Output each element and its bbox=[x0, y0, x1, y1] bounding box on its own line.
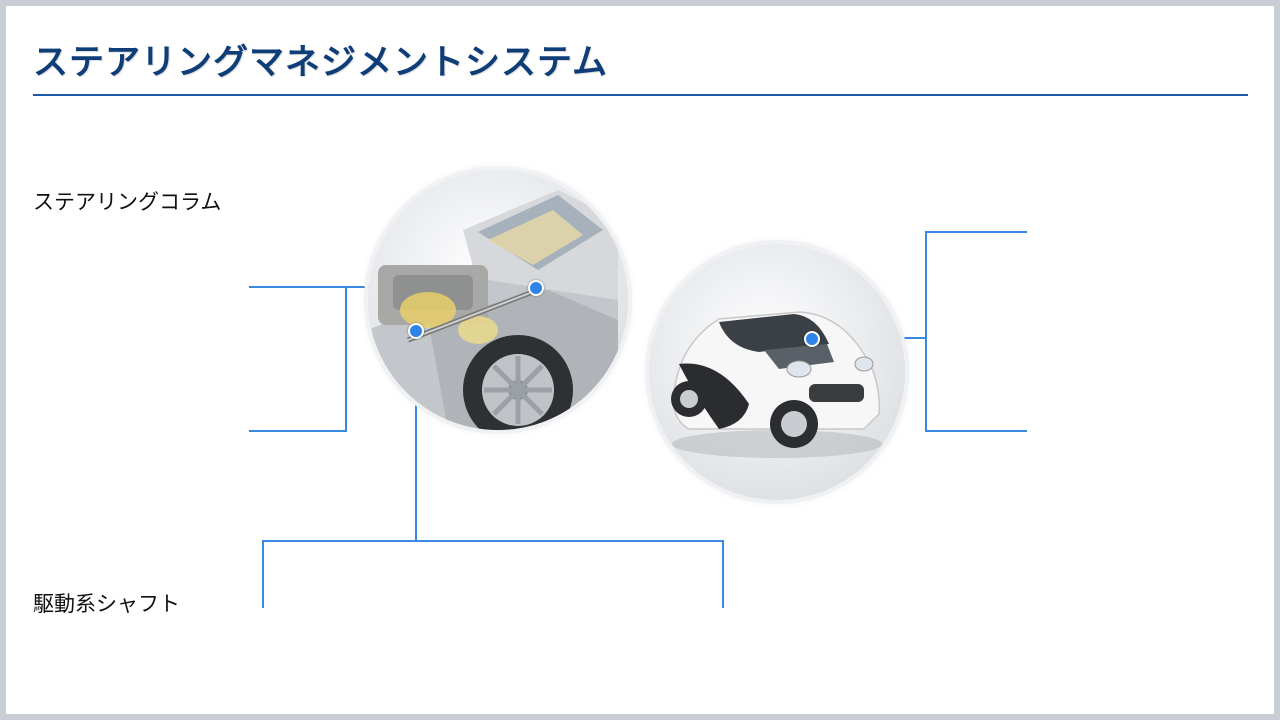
slide: ステアリングマネジメントシステム ステアリングコラム 駆動系シャフト bbox=[6, 6, 1274, 714]
compact-car-image bbox=[649, 244, 905, 500]
connector-line bbox=[925, 231, 927, 432]
title-divider bbox=[33, 94, 1248, 96]
connector-line bbox=[262, 540, 724, 542]
drive-shaft-label: 駆動系シャフト bbox=[33, 588, 180, 618]
engine-bay-illustration bbox=[368, 170, 628, 430]
connector-line bbox=[249, 430, 347, 432]
connector-line bbox=[925, 430, 1027, 432]
connector-line bbox=[262, 540, 264, 608]
drive-shaft-marker bbox=[408, 323, 424, 339]
steering-column-marker bbox=[528, 280, 544, 296]
slide-title: ステアリングマネジメントシステム bbox=[33, 34, 608, 85]
connector-line bbox=[925, 231, 1027, 233]
connector-line bbox=[345, 286, 347, 432]
vehicle-system-marker bbox=[804, 331, 820, 347]
compact-car-illustration bbox=[649, 244, 905, 500]
engine-bay-image bbox=[368, 170, 628, 430]
connector-line bbox=[722, 540, 724, 608]
steering-column-label: ステアリングコラム bbox=[33, 186, 221, 216]
